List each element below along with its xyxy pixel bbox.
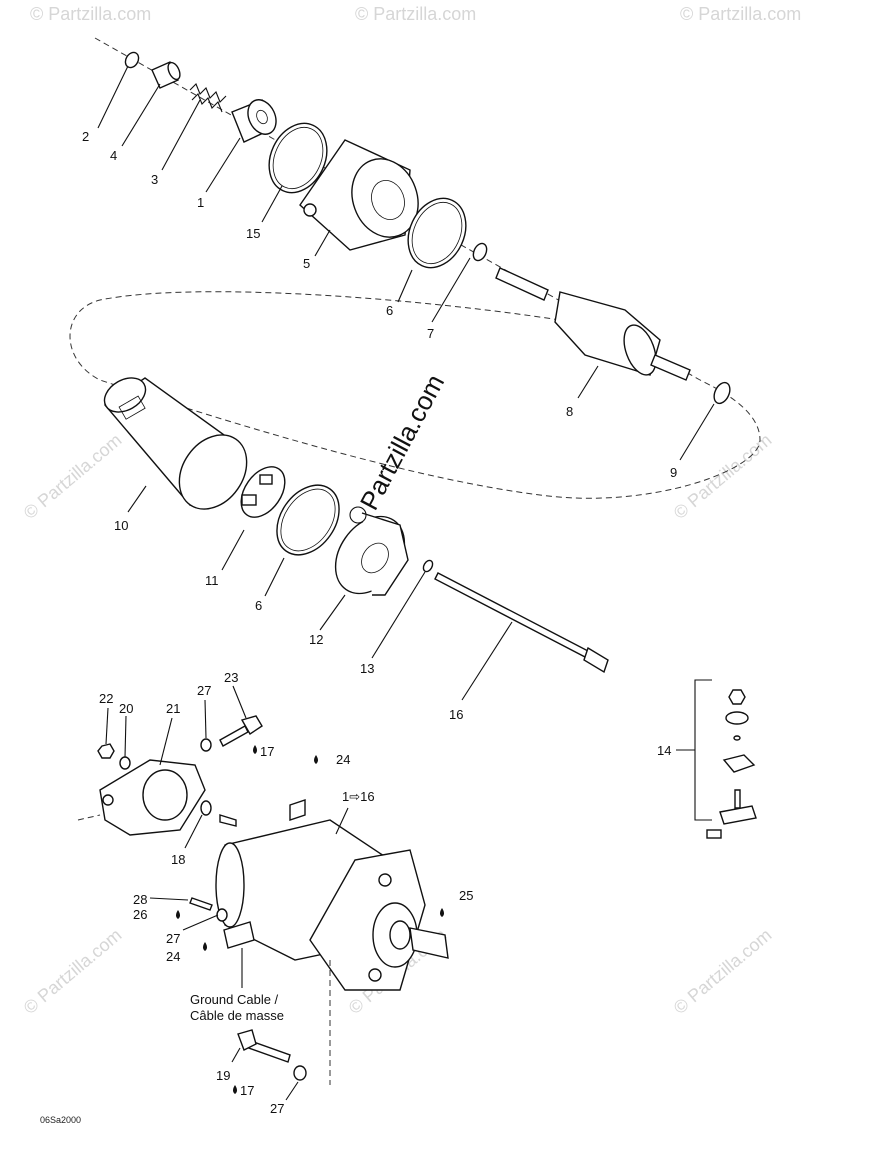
callout-19: 19 [216, 1068, 230, 1083]
callout-27: 27 [166, 931, 180, 946]
callout-17: 17 [260, 744, 274, 759]
callout-3: 3 [151, 172, 158, 187]
part-5-housing [299, 139, 419, 251]
watermark: © Partzilla.com [20, 925, 126, 1018]
callout-11: 11 [205, 573, 219, 588]
part-1-drive [231, 99, 277, 143]
callout-5: 5 [303, 256, 310, 271]
watermark: © Partzilla.com [680, 4, 801, 24]
copyright-icon [349, 506, 367, 524]
part-6-o-ring [276, 484, 340, 556]
watermark: © Partzilla.com [355, 4, 476, 24]
drop-icon [176, 910, 180, 919]
part-27-washer [216, 908, 228, 922]
part-7-washer [472, 242, 488, 262]
part-13-o-ring [422, 559, 434, 573]
part-8-armature [495, 267, 691, 381]
leader-lines [77, 65, 715, 1101]
watermark: © Partzilla.com [30, 4, 151, 24]
callout-26: 26 [133, 907, 147, 922]
part-14-terminal-kit [676, 679, 757, 839]
callout-4: 4 [110, 148, 117, 163]
callout-16: 16 [449, 707, 463, 722]
part-3-spring [189, 83, 227, 113]
part-18-washer [200, 800, 212, 816]
part-27-washer [293, 1065, 307, 1081]
callout-20: 20 [119, 701, 133, 716]
callout-7: 7 [427, 326, 434, 341]
assembly-axis [94, 37, 701, 381]
drop-icon [233, 1085, 237, 1094]
brand-watermark: Partzilla.com [354, 369, 450, 514]
callout-12: 12 [309, 632, 323, 647]
callout-24: 24 [166, 949, 180, 964]
starter-assembled [215, 799, 449, 991]
callout-6: 6 [386, 303, 393, 318]
callout-labels: 2 4 3 1 15 5 6 7 8 9 10 11 6 12 13 16 14… [82, 129, 677, 1116]
part-11-brush-holder [240, 466, 286, 518]
part-23-bolt [219, 715, 263, 747]
callout-28: 28 [133, 892, 147, 907]
watermark: © Partzilla.com [670, 430, 776, 523]
part-27-washer [200, 738, 212, 752]
callout-2: 2 [82, 129, 89, 144]
lubricant-markers [176, 745, 444, 1094]
callout-14: 14 [657, 743, 671, 758]
watermark: © Partzilla.com [670, 925, 776, 1018]
callout-21: 21 [166, 701, 180, 716]
callout-23: 23 [224, 670, 238, 685]
callout-24: 24 [336, 752, 350, 767]
drop-icon [253, 745, 257, 754]
drop-icon [203, 942, 207, 951]
part-10-yoke [103, 377, 248, 510]
part-16-through-bolt [434, 572, 609, 674]
part-12-rear-cover [334, 512, 409, 596]
part-2-circlip [124, 51, 140, 69]
drawing-code: 06Sa2000 [40, 1115, 81, 1125]
ground-cable-terminal [223, 921, 255, 949]
callout-15: 15 [246, 226, 260, 241]
ground-cable-label-en: Ground Cable / [190, 992, 279, 1007]
callout-1: 1 [197, 195, 204, 210]
callout-8: 8 [566, 404, 573, 419]
callout-6: 6 [255, 598, 262, 613]
callout-9: 9 [670, 465, 677, 480]
callout-17: 17 [240, 1083, 254, 1098]
part-19-bolt [237, 1029, 291, 1063]
part-15-o-ring [268, 122, 328, 194]
part-20-washer [119, 756, 131, 770]
part-22-nut [97, 743, 115, 759]
watermark: © Partzilla.com [20, 430, 126, 523]
part-28-bolt [189, 897, 213, 911]
ground-cable-label-fr: Câble de masse [190, 1008, 284, 1023]
part-9-washer [713, 381, 731, 405]
callout-27: 27 [197, 683, 211, 698]
callout-22: 22 [99, 691, 113, 706]
assembly-loop [69, 291, 761, 499]
drop-icon [314, 755, 318, 764]
drop-icon [440, 908, 444, 917]
callout-10: 10 [114, 518, 128, 533]
callout-18: 18 [171, 852, 185, 867]
callout-1-to-16: 1⇨16 [342, 789, 375, 804]
part-21-bracket [99, 759, 206, 836]
callout-25: 25 [459, 888, 473, 903]
part-4-bushing [151, 61, 181, 89]
part-6-o-ring [407, 197, 467, 269]
callout-27: 27 [270, 1101, 284, 1116]
callout-13: 13 [360, 661, 374, 676]
